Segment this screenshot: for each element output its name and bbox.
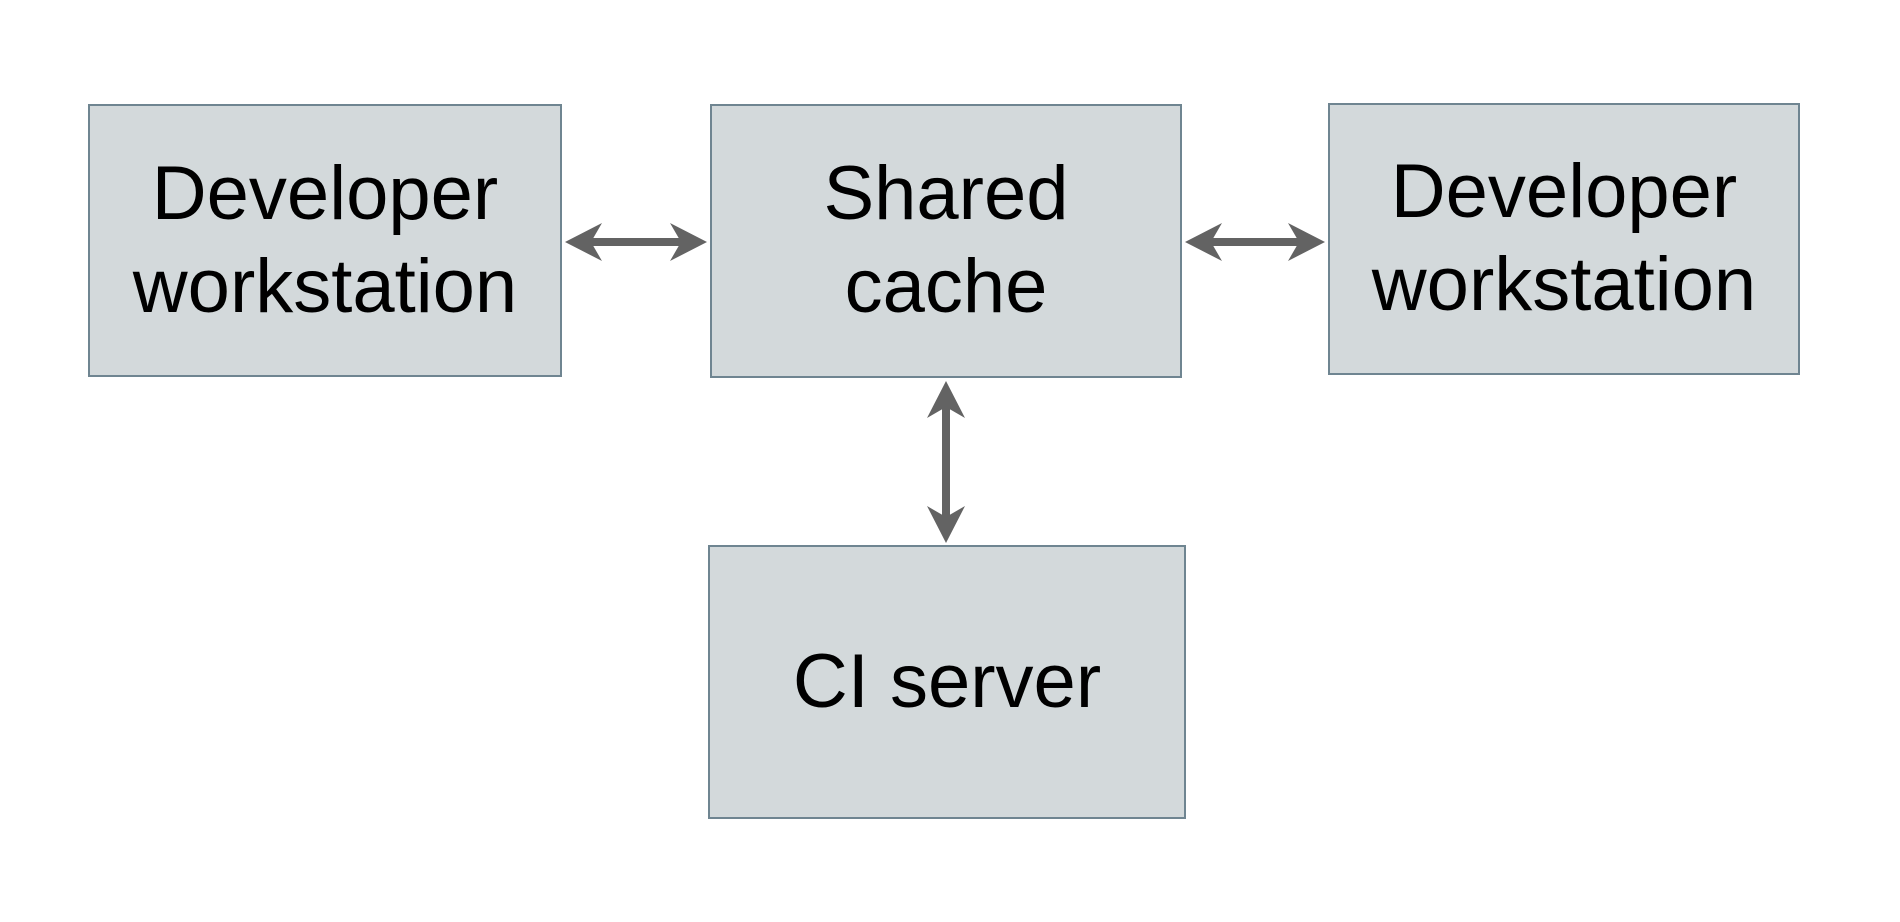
node-developer-workstation-right: Developer workstation — [1328, 103, 1800, 375]
bidirectional-arrow-devleft-cache-icon — [562, 214, 710, 270]
node-label-line: Developer — [151, 150, 499, 236]
node-label-line: CI server — [792, 638, 1102, 724]
node-label-line: Developer — [1390, 149, 1738, 235]
bidirectional-arrow-cache-devright-icon — [1182, 214, 1328, 270]
node-shared-cache: Shared cache — [710, 104, 1182, 378]
node-label-line: Shared — [823, 151, 1069, 237]
node-developer-workstation-left: Developer workstation — [88, 104, 562, 377]
bidirectional-arrow-cache-ciserver-icon — [918, 379, 974, 545]
node-ci-server: CI server — [708, 545, 1186, 819]
node-label-line: workstation — [132, 243, 518, 329]
node-label-line: workstation — [1371, 242, 1757, 327]
node-label-line: cache — [844, 244, 1048, 329]
